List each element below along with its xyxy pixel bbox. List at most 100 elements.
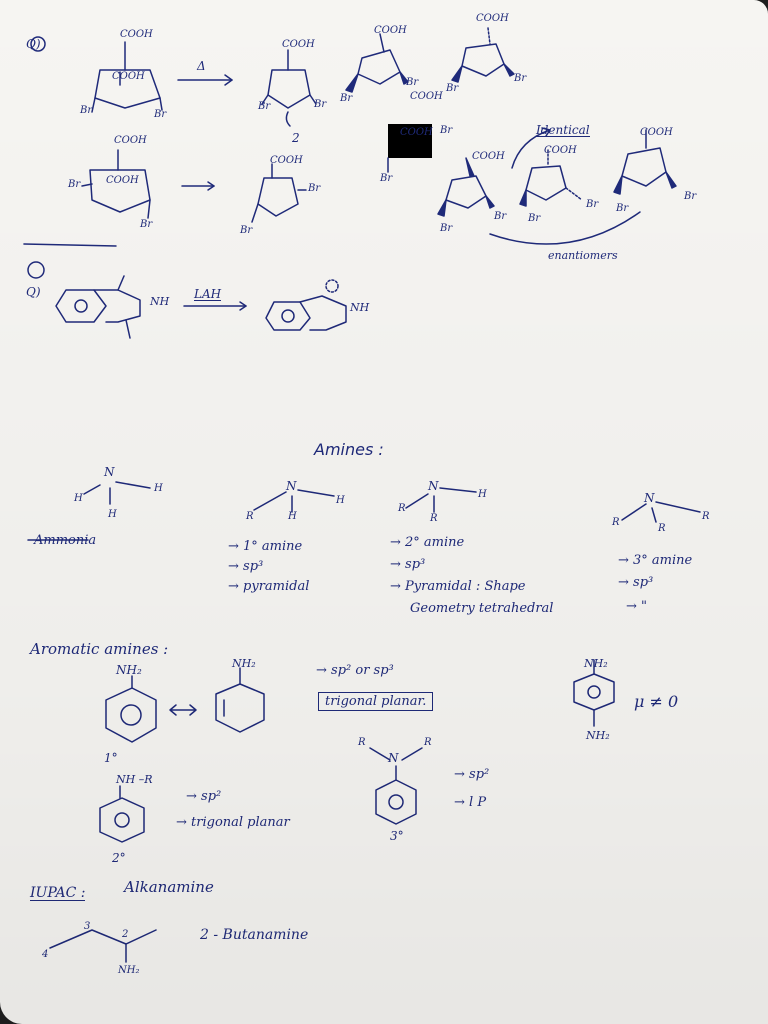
reactant-ring-1 bbox=[91, 41, 163, 113]
cooh-label: COOH bbox=[544, 145, 577, 156]
br-label: Br bbox=[406, 77, 419, 88]
br-label: Br bbox=[440, 125, 453, 136]
aniline-ring-1 bbox=[105, 675, 157, 743]
primary-n: N bbox=[286, 479, 297, 493]
br-label: Br bbox=[340, 93, 353, 104]
product-ring-1 bbox=[261, 49, 317, 109]
carbon-number: 3 bbox=[84, 921, 91, 932]
square-ring-box bbox=[387, 124, 432, 173]
br-label: Br bbox=[684, 191, 697, 202]
br-label: Br bbox=[446, 83, 459, 94]
product-ring-2 bbox=[251, 163, 307, 223]
secondary-amine-structure bbox=[405, 487, 477, 513]
amines-title: Amines : bbox=[314, 440, 384, 459]
primary-mark: 1° bbox=[104, 751, 118, 765]
tertiary-r: R bbox=[658, 523, 666, 534]
hybridization-note: → sp² or sp³ bbox=[316, 663, 394, 678]
tertiary-aromatic-r: R bbox=[424, 737, 432, 748]
question-mark-circle bbox=[30, 36, 46, 52]
question-mark-circle-2 bbox=[27, 261, 45, 279]
br-label: Br bbox=[140, 219, 153, 230]
ammonia-h: H bbox=[74, 493, 83, 504]
primary-note: → sp³ bbox=[228, 559, 264, 574]
br-label: Br bbox=[68, 179, 81, 190]
wedge-ring-1 bbox=[345, 33, 409, 93]
phenylenediamine-ring bbox=[573, 659, 615, 727]
cooh-label: COOH bbox=[472, 151, 505, 162]
br-label: Br bbox=[514, 73, 527, 84]
section-divider bbox=[23, 243, 117, 247]
br-label: Br bbox=[380, 173, 393, 184]
ammonia-structure bbox=[83, 481, 151, 505]
br-label: Br bbox=[314, 99, 327, 110]
br-label: Br bbox=[308, 183, 321, 194]
br-label: Br bbox=[440, 223, 453, 234]
cooh-label: COOH bbox=[112, 71, 145, 82]
tertiary-r: R bbox=[702, 511, 710, 522]
carbon-number: 2 bbox=[122, 929, 129, 940]
identical-label: Identical bbox=[536, 123, 590, 137]
enantiomers-label: enantiomers bbox=[548, 249, 618, 262]
cooh-label: COOH bbox=[476, 13, 509, 24]
secondary-r: R bbox=[398, 503, 406, 514]
iupac-nh2: NH₂ bbox=[118, 965, 140, 976]
alkanamine-label: Alkanamine bbox=[124, 878, 214, 896]
wedge-ring-4 bbox=[519, 149, 583, 207]
primary-note: → pyramidal bbox=[228, 579, 310, 594]
ammonia-label: Ammonia bbox=[34, 533, 97, 548]
tertiary-aromatic-note: → l P bbox=[454, 795, 487, 810]
tertiary-note: → sp³ bbox=[618, 575, 654, 590]
wedge-ring-5 bbox=[613, 129, 677, 195]
br-label: Br bbox=[240, 225, 253, 236]
cooh-label: COOH bbox=[270, 155, 303, 166]
primary-note: → 1° amine bbox=[228, 539, 303, 554]
cooh-label: COOH bbox=[114, 135, 147, 146]
secondary-group: NH –R bbox=[116, 773, 153, 786]
reactant-ring-2 bbox=[81, 149, 151, 219]
dipole-moment: μ ≠ 0 bbox=[634, 692, 679, 711]
br-label: Br bbox=[258, 101, 271, 112]
secondary-note: → Pyramidal : Shape bbox=[390, 579, 526, 594]
tertiary-n: N bbox=[644, 491, 655, 505]
para-nh2-bottom: NH₂ bbox=[586, 729, 610, 742]
amine-nh: NH bbox=[350, 301, 370, 314]
primary-amine-structure bbox=[253, 489, 335, 513]
lah-reagent: LAH bbox=[194, 287, 222, 301]
identical-arrow bbox=[511, 129, 551, 169]
resonance-arrow bbox=[169, 704, 197, 716]
ammonia-h: H bbox=[108, 509, 117, 520]
secondary-h: H bbox=[478, 489, 487, 500]
tertiary-aromatic-ring bbox=[369, 747, 423, 825]
cooh-label: COOH bbox=[120, 29, 153, 40]
aniline-nh2: NH₂ bbox=[116, 663, 142, 677]
secondary-mark: 2° bbox=[112, 851, 126, 865]
aniline-nh2-plus: NH₂ bbox=[232, 657, 256, 670]
tertiary-aromatic-note: → sp² bbox=[454, 767, 490, 782]
geometry-note: Geometry tetrahedral bbox=[410, 601, 554, 616]
cooh-label: COOH bbox=[282, 39, 315, 50]
imide-structure bbox=[55, 275, 141, 339]
secondary-aromatic-ring bbox=[99, 785, 145, 843]
tertiary-mark: 3° bbox=[390, 829, 404, 843]
imide-nh: NH bbox=[150, 295, 170, 308]
br-label: Br bbox=[494, 211, 507, 222]
iupac-label: IUPAC : bbox=[30, 885, 86, 901]
cooh-label: COOH bbox=[400, 127, 433, 138]
amine-product-structure bbox=[265, 279, 347, 331]
question-1-mark: Q) bbox=[26, 37, 41, 51]
primary-h: H bbox=[288, 511, 297, 522]
secondary-note: → sp³ bbox=[390, 557, 426, 572]
aromatic-amines-title: Aromatic amines : bbox=[30, 640, 169, 658]
wedge-ring-2 bbox=[451, 27, 515, 83]
primary-h: H bbox=[336, 495, 345, 506]
tertiary-aromatic-n: N bbox=[388, 751, 399, 765]
butanamine-example: 2 - Butanamine bbox=[200, 927, 309, 943]
butanamine-skeleton bbox=[49, 929, 157, 963]
question-2-mark: Q) bbox=[26, 285, 41, 299]
tertiary-r: R bbox=[612, 517, 620, 528]
tertiary-amine-structure bbox=[621, 501, 701, 523]
wedge-ring-3 bbox=[437, 157, 495, 217]
enantiomers-brace bbox=[489, 211, 641, 245]
tertiary-note: → 3° amine bbox=[618, 553, 693, 568]
